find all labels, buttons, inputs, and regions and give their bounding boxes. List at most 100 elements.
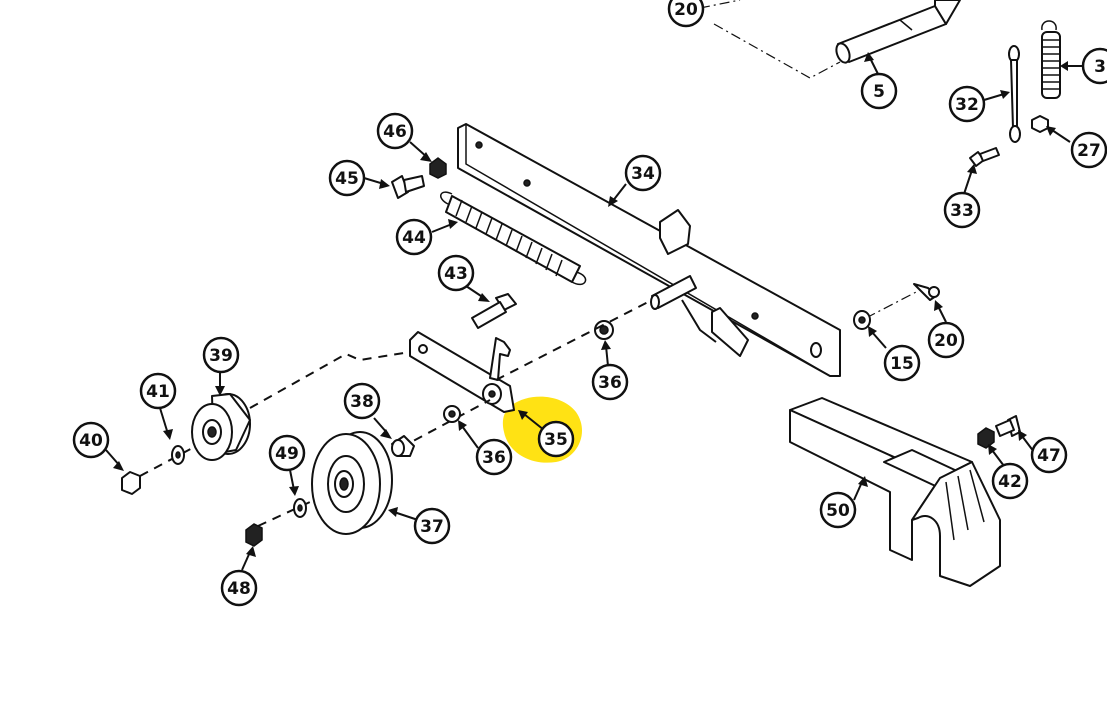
callout-circle — [139, 372, 177, 410]
callout-50: 50 — [819, 491, 857, 529]
callout-label: 38 — [350, 392, 374, 412]
callout-46: 46 — [376, 112, 414, 150]
pulley-37 — [311, 431, 393, 535]
callout-circle — [328, 159, 366, 197]
callout-label: 37 — [420, 517, 444, 537]
callout-circle — [475, 438, 513, 476]
callout-circle — [1081, 47, 1107, 85]
callout-label: 39 — [209, 346, 233, 366]
callout-label: 32 — [955, 95, 979, 115]
callout-49: 49 — [268, 434, 306, 472]
callout-circle — [437, 254, 475, 292]
callout-label: 33 — [950, 201, 974, 221]
callout-label: 36 — [482, 448, 506, 468]
bracket-50 — [789, 397, 1001, 587]
callout-circle — [72, 421, 110, 459]
idler-arm-35 — [409, 331, 515, 413]
callout-43: 43 — [437, 254, 475, 292]
callout-5: 5 — [860, 72, 898, 110]
callout-circle — [376, 112, 414, 150]
washer-49 — [293, 498, 307, 518]
callout-circle — [1030, 436, 1068, 474]
callout-39: 39 — [202, 336, 240, 374]
callout-circle — [202, 336, 240, 374]
callout-42: 42 — [991, 462, 1029, 500]
callout-33: 33 — [943, 191, 981, 229]
callout-circle — [591, 363, 629, 401]
dashed-axis-line-b — [495, 299, 653, 381]
callout-label: 50 — [826, 501, 850, 521]
callout-35: 35 — [537, 420, 575, 458]
bolt-43 — [471, 293, 517, 329]
bushing-36-lower — [443, 405, 461, 423]
nut-46 — [429, 157, 447, 179]
dashed-axis-line-d — [139, 443, 201, 477]
callout-circle — [819, 491, 857, 529]
dashdot-line-15-20 — [865, 289, 921, 319]
bushing-36-upper — [594, 320, 614, 340]
callout-label: 3 — [1094, 57, 1106, 77]
bolt-33 — [969, 147, 1000, 167]
callout-label: 48 — [227, 579, 251, 599]
callout-label: 45 — [335, 169, 359, 189]
nut-42 — [977, 427, 995, 449]
callout-circle — [860, 72, 898, 110]
callout-label: 46 — [383, 122, 407, 142]
spring-44 — [440, 191, 587, 286]
callout-36: 36 — [475, 438, 513, 476]
callout-48: 48 — [220, 569, 258, 607]
rod-assembly-5 — [699, 0, 961, 79]
callout-15: 15 — [883, 344, 921, 382]
washer-41 — [171, 445, 185, 465]
callout-20: 20 — [927, 321, 965, 359]
callout-circle — [991, 462, 1029, 500]
callout-circle — [927, 321, 965, 359]
callout-label: 34 — [631, 164, 655, 184]
callout-circle — [943, 191, 981, 229]
callout-circle — [948, 85, 986, 123]
callout-circle — [624, 154, 662, 192]
pulley-39 — [191, 393, 251, 461]
callouts: 20 5 3 32 27 33 46 45 34 44 43 39 41 40 38 49 36 35 36 37 48… — [72, 0, 1107, 607]
callout-circle — [413, 507, 451, 545]
spacer-38 — [391, 435, 415, 457]
callout-label: 27 — [1077, 141, 1101, 161]
callout-label: 20 — [674, 0, 698, 20]
callout-label: 49 — [275, 444, 299, 464]
nut-27 — [1031, 115, 1049, 133]
bar-34 — [457, 123, 841, 377]
callout-circle — [268, 434, 306, 472]
callout-label: 42 — [998, 472, 1022, 492]
callout-47: 47 — [1030, 436, 1068, 474]
callout-44: 44 — [395, 218, 433, 256]
nut-40 — [121, 471, 141, 495]
callout-36: 36 — [591, 363, 629, 401]
bolt-45 — [391, 175, 425, 199]
callout-label: 44 — [402, 228, 426, 248]
callout-circle — [883, 344, 921, 382]
callout-20: 20 — [667, 0, 705, 28]
callout-45: 45 — [328, 159, 366, 197]
callout-34: 34 — [624, 154, 662, 192]
callout-3: 3 — [1081, 47, 1107, 85]
callout-circle — [667, 0, 705, 28]
callout-label: 5 — [873, 82, 885, 102]
callout-37: 37 — [413, 507, 451, 545]
dashed-axis-line-c — [399, 399, 491, 449]
spring-3 — [1041, 20, 1061, 99]
callout-label: 47 — [1037, 446, 1061, 466]
callout-label: 36 — [598, 373, 622, 393]
nut-48 — [245, 523, 263, 547]
callout-38: 38 — [343, 382, 381, 420]
callout-label: 15 — [890, 354, 914, 374]
bolt-47 — [995, 415, 1021, 437]
callout-label: 41 — [146, 382, 170, 402]
leaders — [105, 52, 1085, 571]
callout-label: 43 — [444, 264, 468, 284]
callout-40: 40 — [72, 421, 110, 459]
callout-circle — [220, 569, 258, 607]
callout-circle — [343, 382, 381, 420]
callout-41: 41 — [139, 372, 177, 410]
dashed-axis-line-a — [249, 351, 411, 409]
